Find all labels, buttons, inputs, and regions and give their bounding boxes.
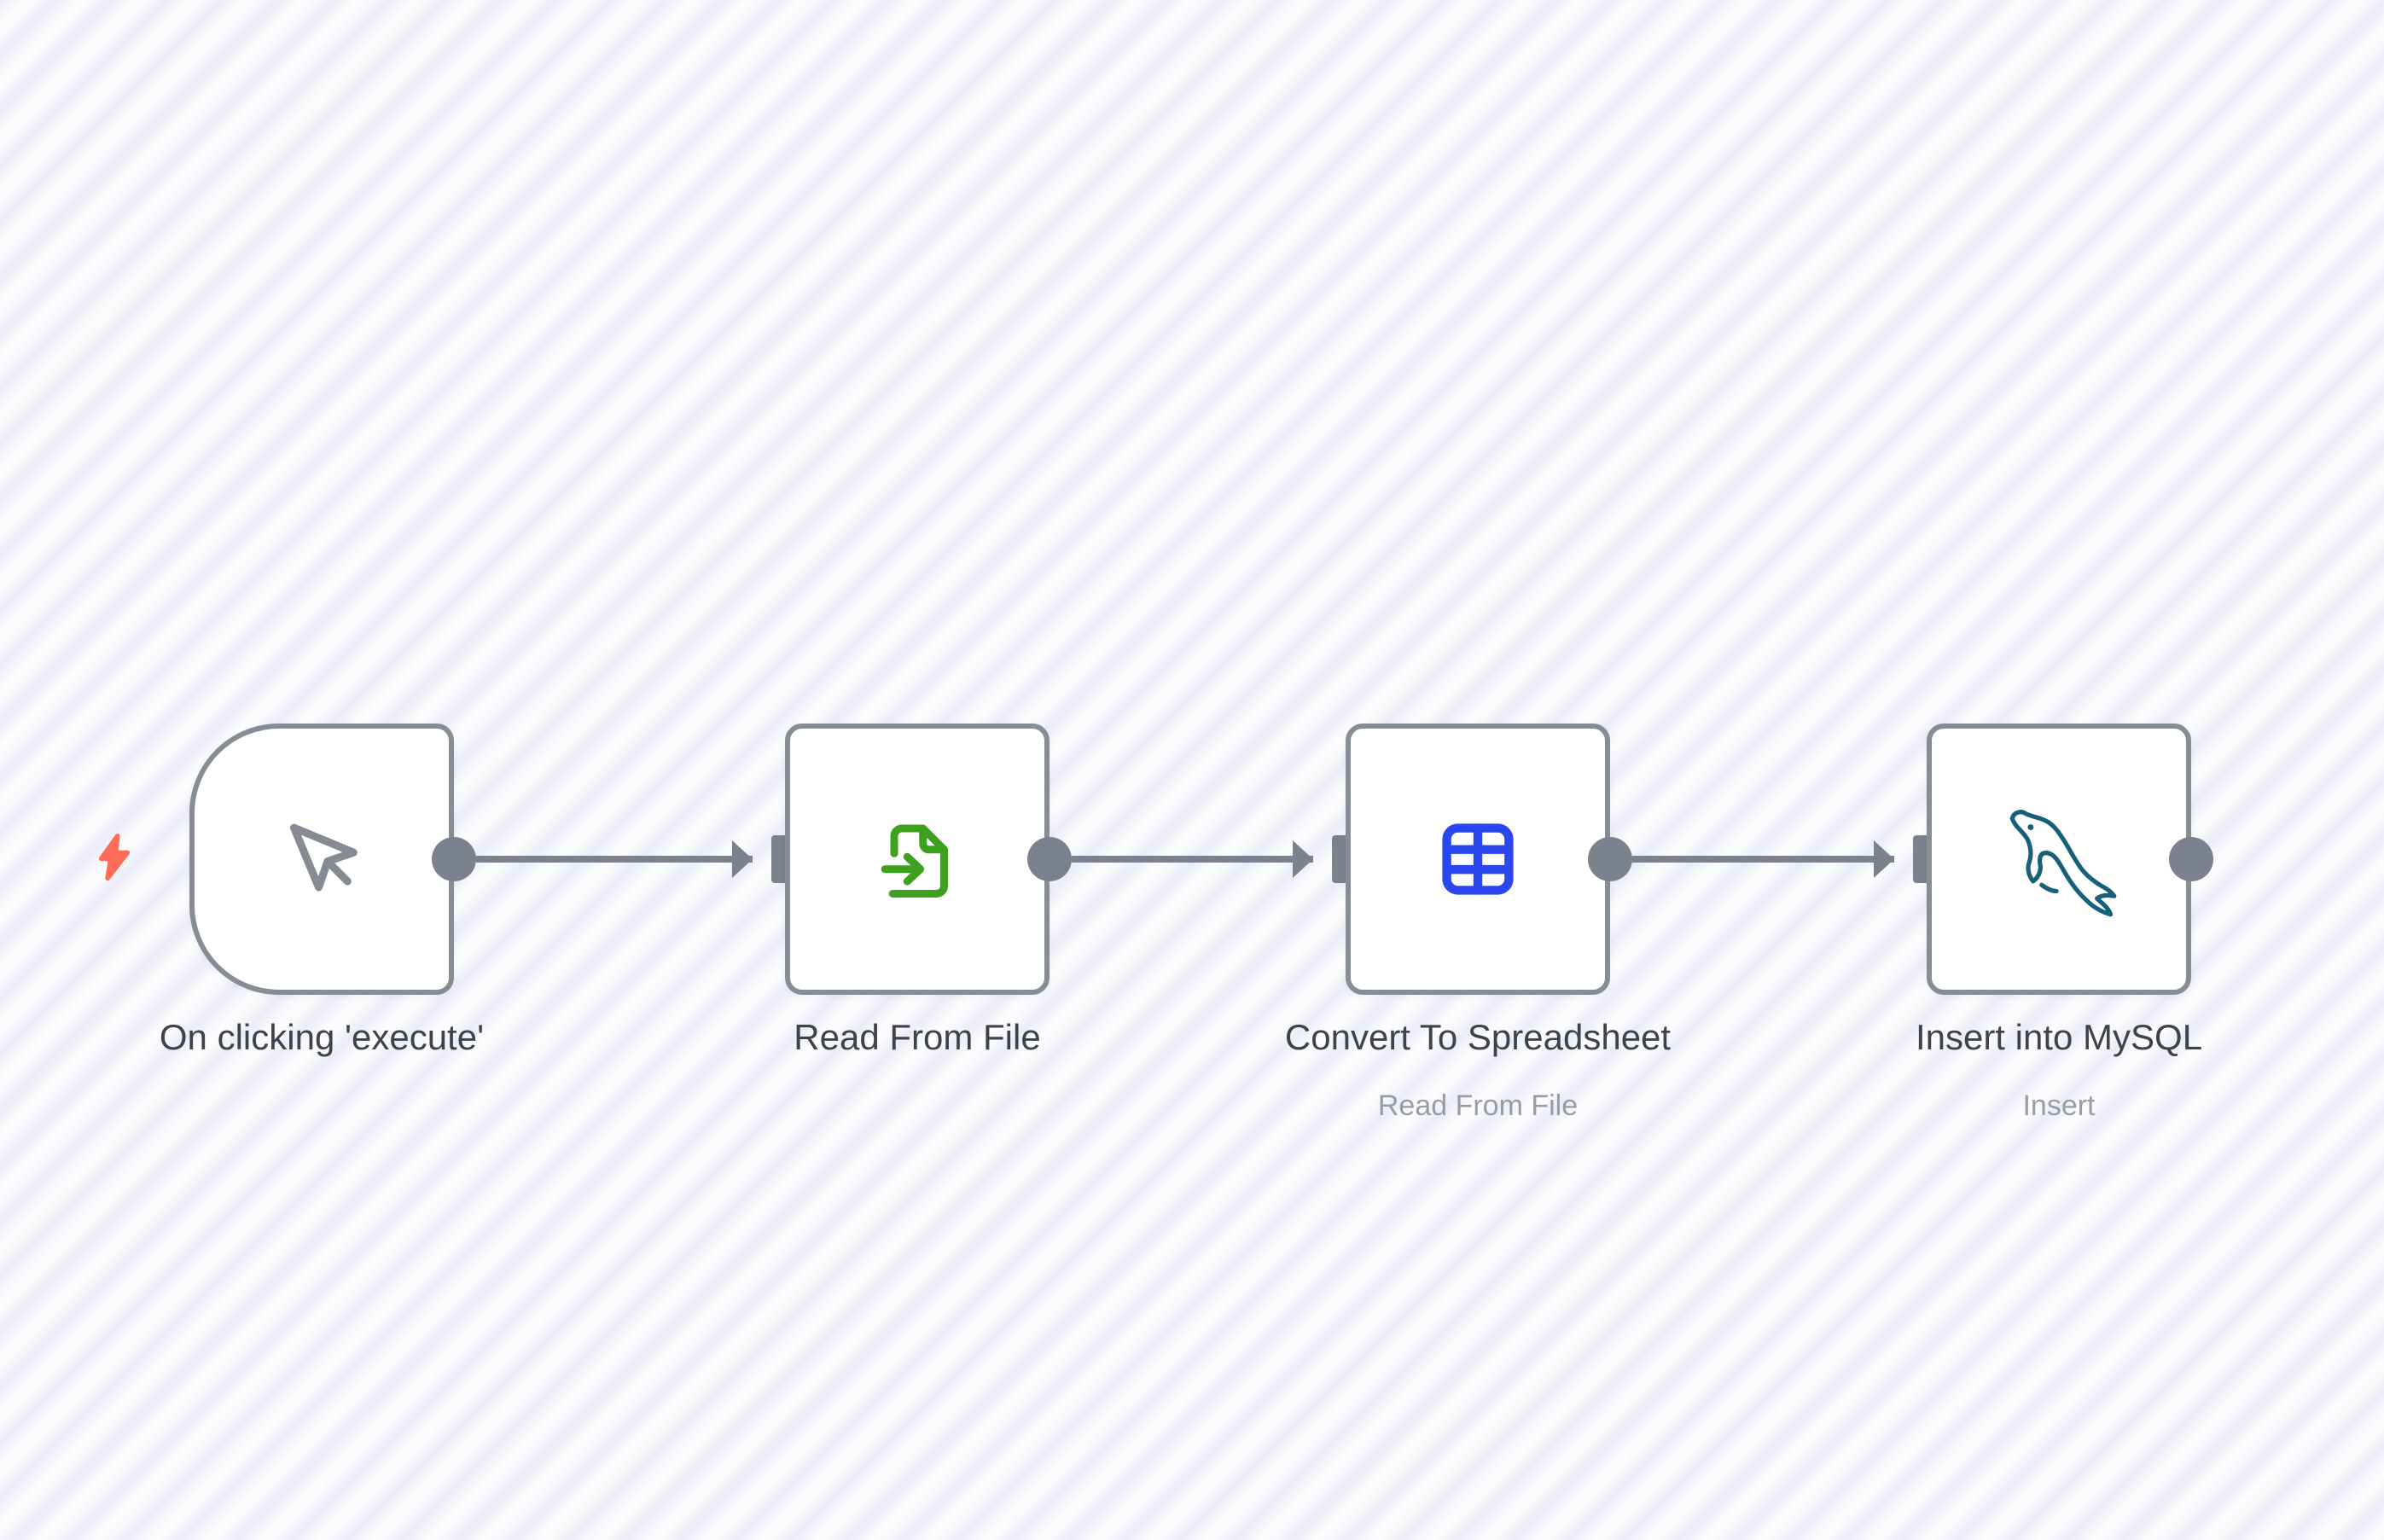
node-title: Insert into MySQL (1915, 1017, 2203, 1057)
node-label: Insert into MySQL Insert (1803, 1017, 2315, 1123)
input-arrow-endpoint[interactable] (1293, 840, 1313, 878)
connection-line[interactable] (476, 856, 753, 863)
connection-line[interactable] (1072, 856, 1313, 863)
mouse-pointer-icon (289, 823, 358, 892)
node-convert-to-spreadsheet[interactable] (1346, 724, 1610, 995)
node-on-clicking-execute[interactable] (189, 724, 454, 995)
node-label: Convert To Spreadsheet Read From File (1222, 1017, 1734, 1123)
connection-line[interactable] (1632, 856, 1894, 863)
input-arrow-endpoint[interactable] (732, 840, 753, 878)
input-arrow-endpoint[interactable] (1874, 840, 1894, 878)
output-endpoint[interactable] (432, 837, 476, 881)
node-label: On clicking 'execute' (159, 1017, 485, 1057)
node-subtitle: Read From File (1377, 1090, 1579, 1122)
output-endpoint[interactable] (2169, 837, 2213, 881)
mysql-dolphin-icon (2009, 810, 2117, 917)
output-endpoint[interactable] (1588, 837, 1632, 881)
spreadsheet-table-icon (1442, 823, 1514, 895)
node-read-from-file[interactable] (785, 724, 1050, 995)
output-endpoint[interactable] (1027, 837, 1072, 881)
node-insert-into-mysql[interactable] (1927, 724, 2191, 995)
file-import-icon (881, 824, 948, 898)
node-label: Read From File (794, 1017, 1041, 1057)
node-title: Convert To Spreadsheet (1284, 1017, 1672, 1057)
node-subtitle: Insert (2022, 1090, 2096, 1122)
trigger-bolt-icon (98, 834, 131, 881)
